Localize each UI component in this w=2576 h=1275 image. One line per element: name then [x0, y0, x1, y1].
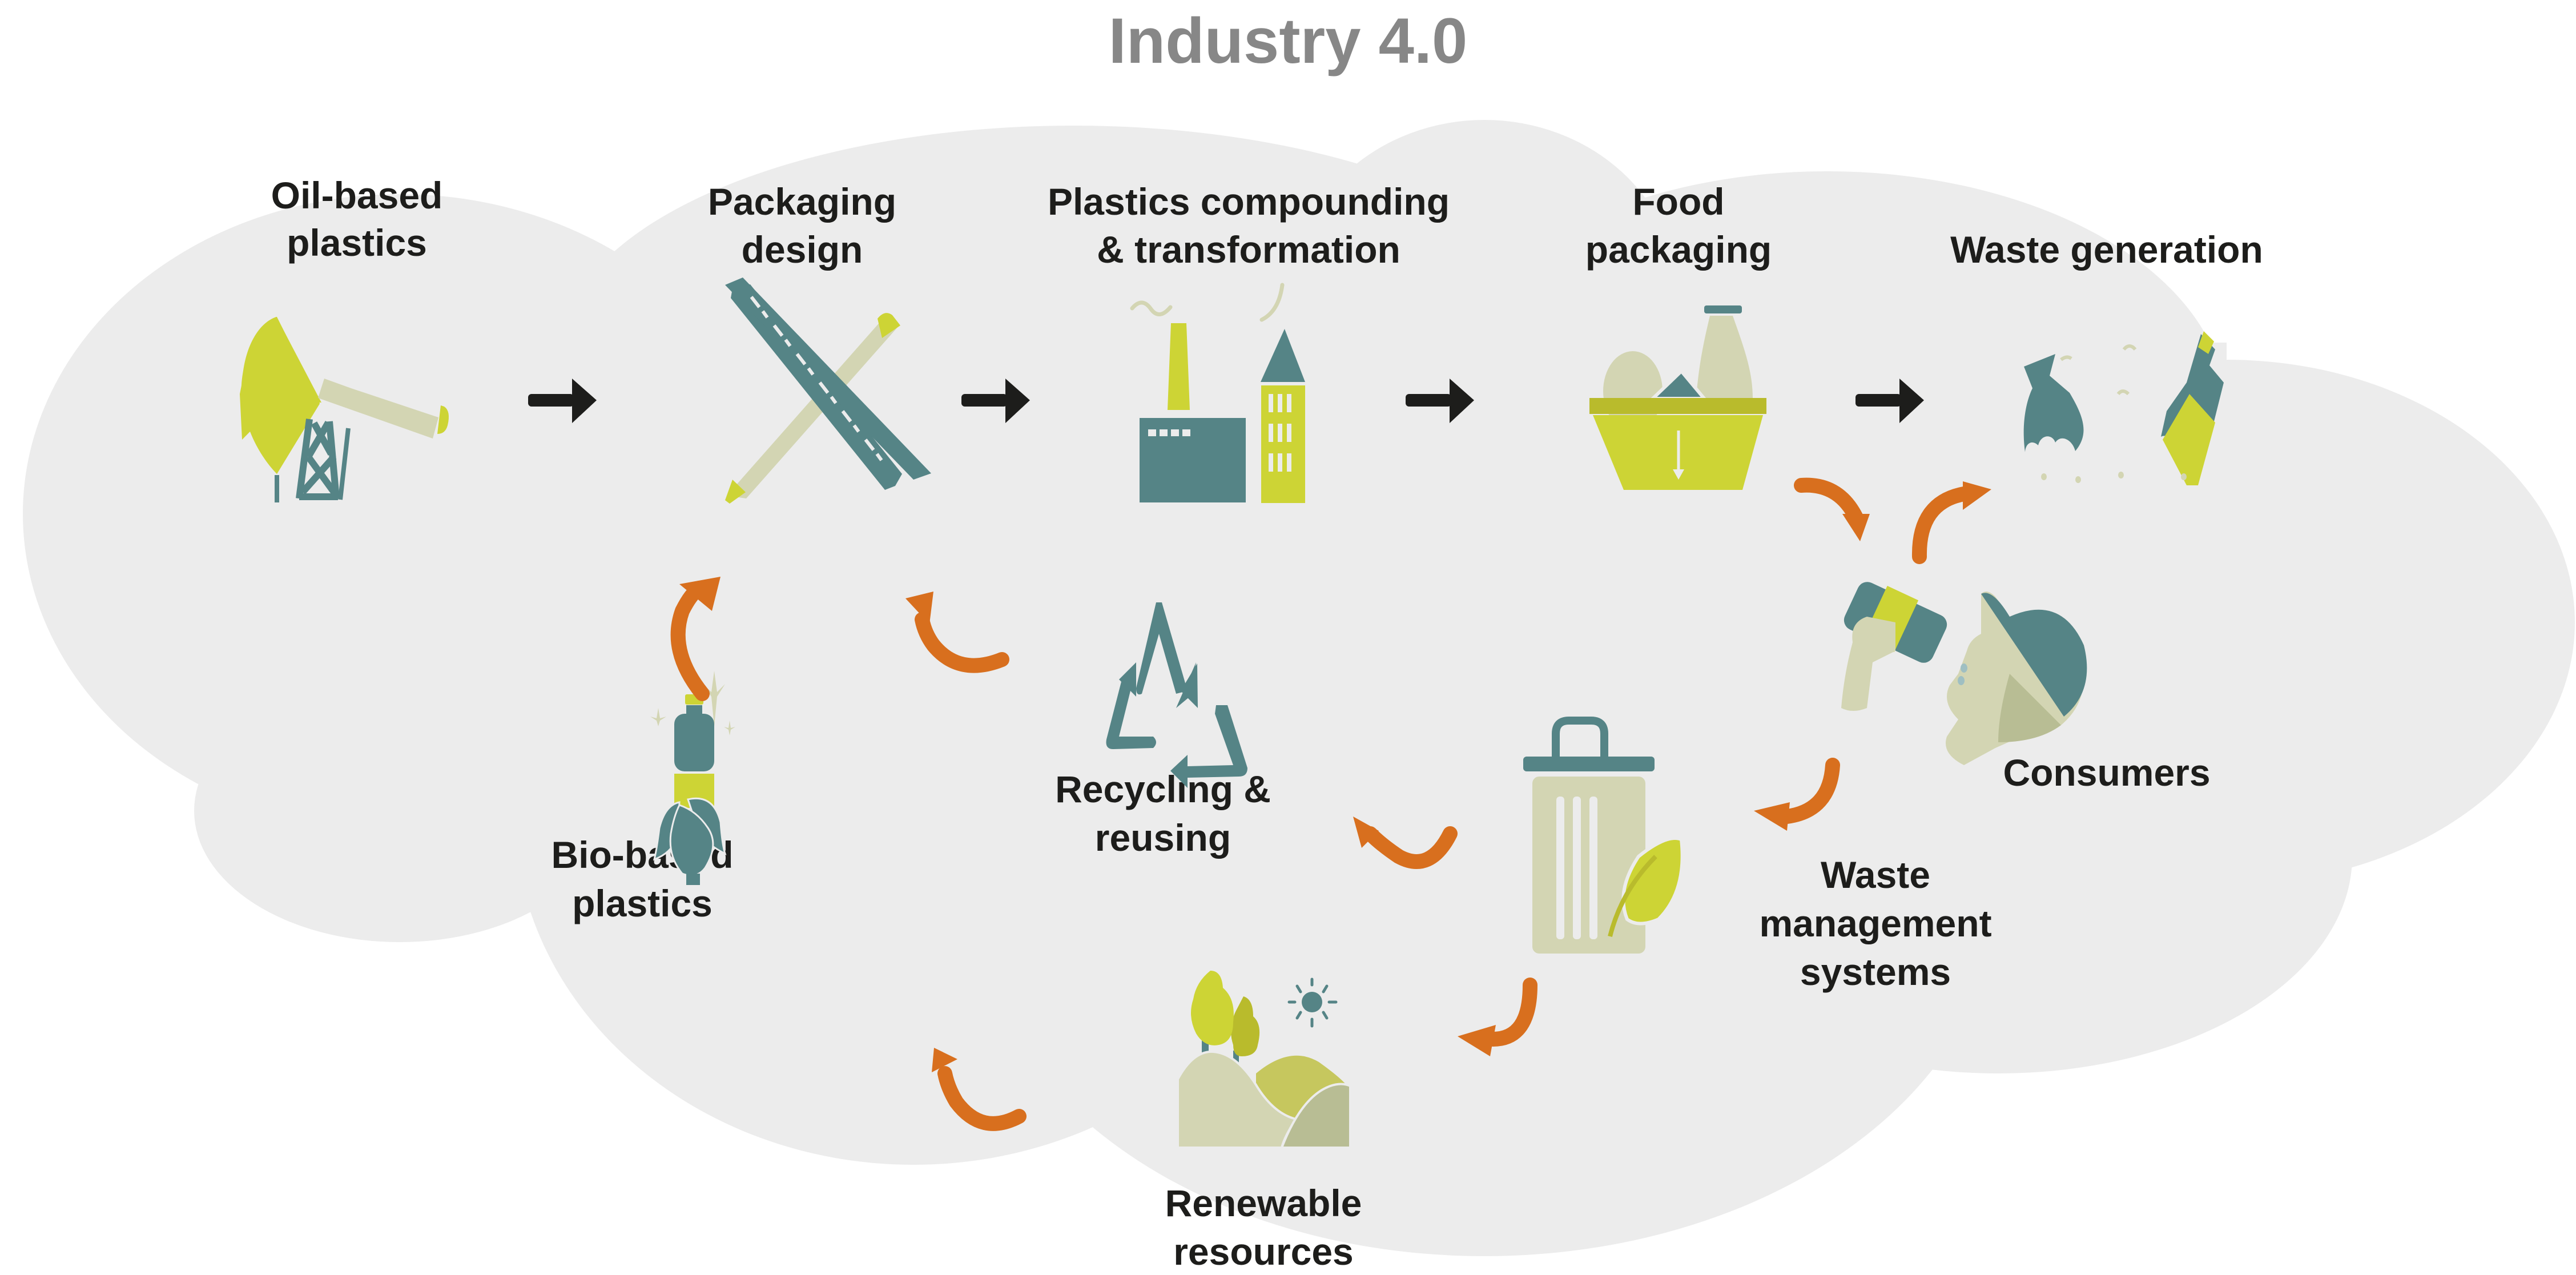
orange-arrow-bio-to-packaging [670, 577, 721, 701]
label-oil-based-plastics: Oil-based plastics [271, 174, 443, 264]
svg-text:Food: Food [1632, 180, 1724, 223]
svg-text:plastics: plastics [572, 882, 713, 924]
corn-bottle-icon [650, 671, 735, 885]
svg-text:design: design [742, 228, 863, 271]
orange-arrow-waste-mgmt-to-renewable [1458, 978, 1537, 1056]
orange-arrow-renewable-to-bio [932, 1048, 1027, 1131]
orange-arrow-waste-mgmt-to-recycling [1353, 817, 1458, 869]
svg-text:packaging: packaging [1585, 228, 1772, 271]
black-arrow-3 [1406, 379, 1474, 423]
black-arrow-4 [1855, 379, 1924, 423]
oil-pump-jack-icon [240, 317, 449, 502]
orange-arrow-recycling-to-packaging [905, 592, 1009, 673]
label-plastics-compounding: Plastics compounding & transformation [1048, 180, 1450, 271]
label-consumers: Consumers [2003, 751, 2210, 794]
recycle-triangle-icon [1106, 602, 1247, 788]
svg-text:Waste generation: Waste generation [1950, 228, 2263, 271]
svg-text:Renewable: Renewable [1165, 1182, 1362, 1224]
trees-hills-sun-icon [1177, 971, 1351, 1149]
trash-bin-leaf-icon [1523, 717, 1684, 954]
orange-arrow-consumers-to-waste [1911, 481, 1991, 564]
svg-text:Consumers: Consumers [2003, 751, 2210, 794]
svg-text:Packaging: Packaging [708, 180, 896, 223]
svg-text:Oil-based: Oil-based [271, 174, 443, 216]
person-drinking-bottle-icon [1841, 582, 2087, 765]
svg-text:reusing: reusing [1095, 817, 1231, 859]
diagram-title: Industry 4.0 [1109, 5, 1468, 77]
svg-text:resources: resources [1173, 1230, 1354, 1273]
svg-text:Plastics compounding: Plastics compounding [1048, 180, 1450, 223]
orange-arrow-food-to-consumers [1794, 477, 1870, 541]
label-food-packaging: Food packaging [1585, 180, 1772, 271]
black-arrows [528, 379, 1924, 423]
food-basket-icon [1589, 305, 1766, 490]
ruler-pencil-icon [725, 277, 931, 504]
svg-text:Waste: Waste [1821, 854, 1930, 896]
label-packaging-design: Packaging design [708, 180, 896, 271]
black-arrow-1 [528, 379, 597, 423]
label-waste-generation: Waste generation [1950, 228, 2263, 271]
svg-text:management: management [1759, 902, 1991, 944]
factory-icon [1130, 283, 1305, 503]
black-arrow-2 [961, 379, 1030, 423]
label-renewable-resources: Renewable resources [1165, 1182, 1362, 1273]
orange-arrows [670, 477, 1991, 1131]
svg-text:plastics: plastics [287, 222, 427, 264]
garbage-bag-bottle-icon [2023, 331, 2224, 485]
label-recycling-reusing: Recycling & reusing [1055, 768, 1271, 859]
svg-text:& transformation: & transformation [1097, 228, 1400, 271]
svg-text:systems: systems [1800, 951, 1951, 993]
orange-arrow-consumers-to-waste-mgmt [1754, 758, 1840, 831]
label-waste-management-systems: Waste management systems [1759, 854, 1991, 993]
